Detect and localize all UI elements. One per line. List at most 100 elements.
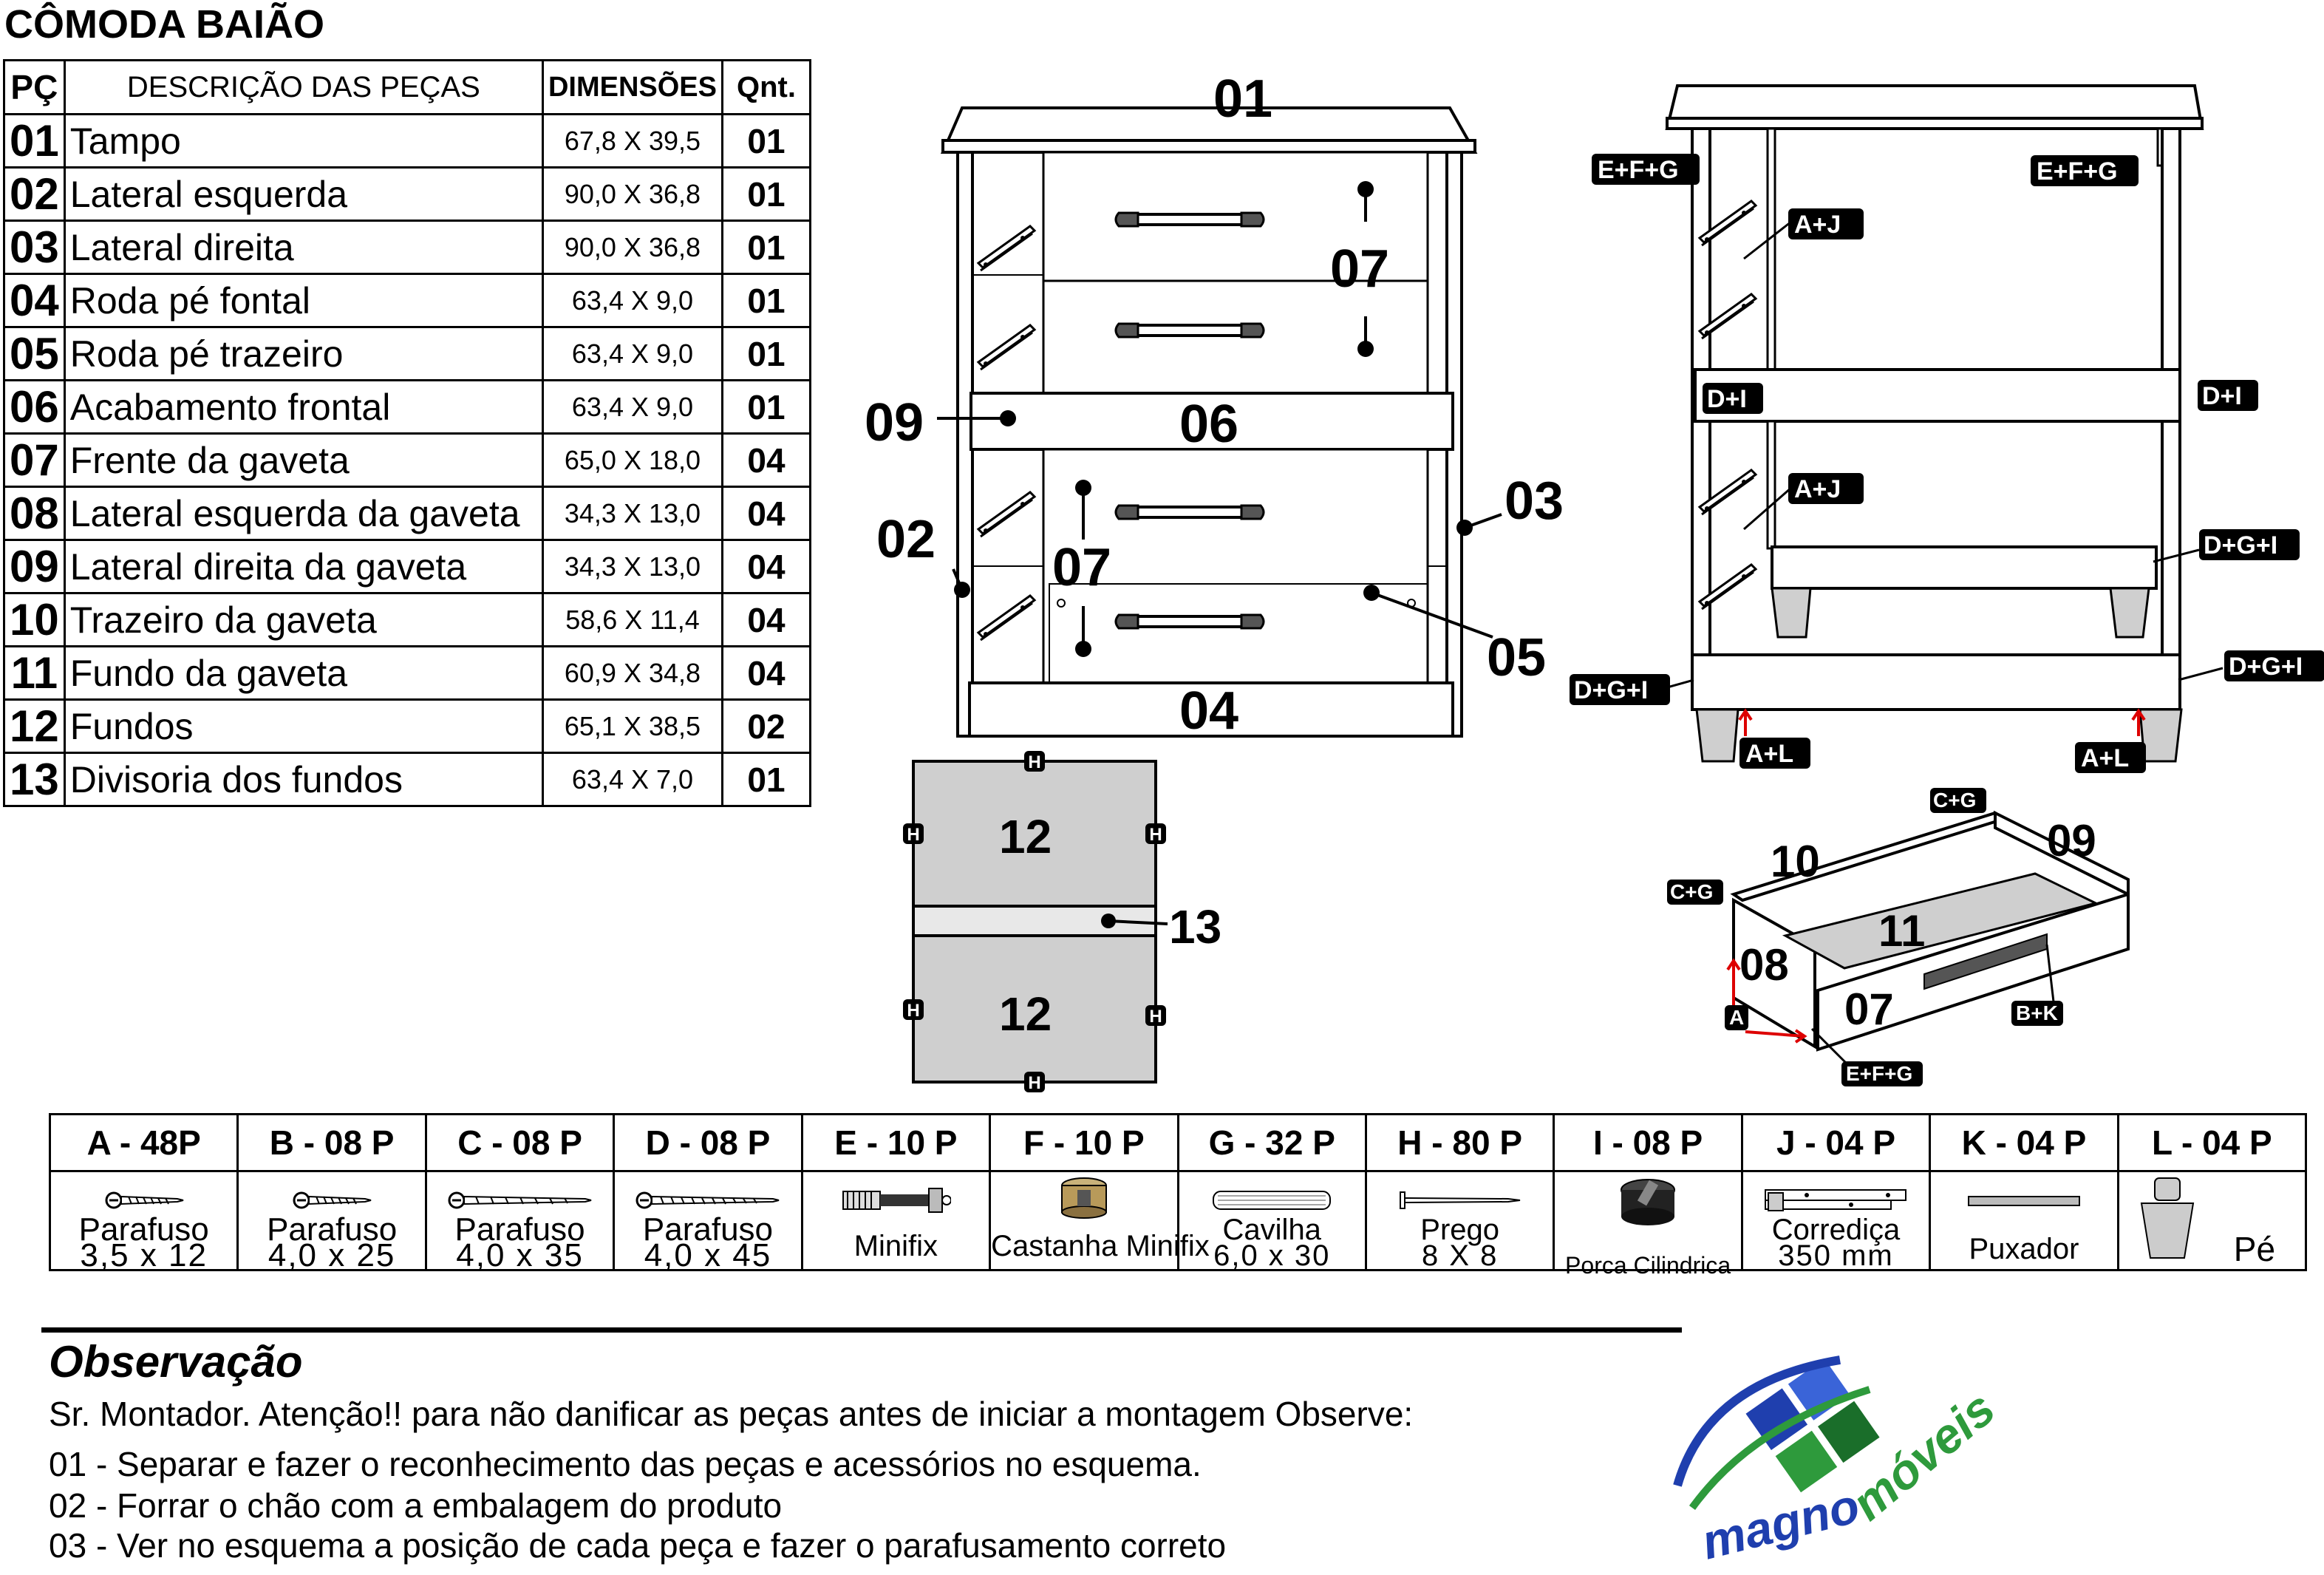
part-dimensions: 65,1 X 38,5	[541, 698, 724, 754]
label-part-03: 03	[1505, 472, 1564, 531]
barrel-nut-icon	[1555, 1175, 1740, 1227]
part-description: Frente da gaveta	[63, 432, 544, 488]
label-part-13: 13	[1169, 900, 1221, 953]
document-title: CÔMODA BAIÃO	[4, 2, 324, 47]
handle-icon	[1931, 1178, 2116, 1222]
part-number: 13	[3, 752, 66, 807]
part-number: 02	[3, 166, 66, 222]
hole-tag: H	[1149, 825, 1162, 845]
part-number: 09	[3, 539, 66, 594]
drawer-label-09: 09	[2047, 816, 2096, 865]
part-description: Trazeiro da gaveta	[63, 592, 544, 647]
hardware-size: 350 mm	[1778, 1239, 1894, 1272]
drawer-label-08: 08	[1739, 940, 1789, 990]
foot-icon	[2119, 1175, 2305, 1264]
observation-item-3: 03 - Ver no esquema a posição de cada pe…	[49, 1526, 1227, 1565]
tag-al: A+L	[1745, 740, 1793, 768]
part-description: Lateral direita da gaveta	[63, 539, 544, 594]
assembly-diagram: 01 07 09 06 03 02 07 05 04 12 13 12 H H …	[865, 69, 2324, 1093]
hardware-name: Cavilha	[1222, 1214, 1321, 1246]
part-description: Tampo	[63, 113, 544, 169]
drawer-label-07: 07	[1844, 984, 1894, 1034]
hardware-size: 3,5 x 12	[80, 1237, 208, 1273]
drawer-tag-cg: C+G	[1670, 880, 1713, 903]
label-part-06: 06	[1179, 395, 1238, 454]
part-dimensions: 63,4 X 9,0	[541, 326, 724, 381]
part-quantity: 04	[721, 486, 811, 541]
hardware-name: Puxador	[1969, 1233, 2079, 1265]
drawer-tag-bk: B+K	[2016, 1001, 2058, 1024]
part-dimensions: 60,9 X 34,8	[541, 645, 724, 701]
hole-tag: H	[907, 1001, 919, 1021]
part-description: Lateral direita	[63, 220, 544, 275]
hardware-code: D - 08 P	[615, 1115, 801, 1172]
hardware-name: Parafuso	[78, 1211, 209, 1248]
hardware-item: K - 04 P Puxador	[1931, 1115, 2119, 1269]
screw-medium-icon	[427, 1178, 613, 1222]
hardware-code: C - 08 P	[426, 1115, 613, 1172]
screw-long-icon	[615, 1178, 800, 1222]
part-description: Fundos	[63, 698, 544, 754]
hardware-name: Parafuso	[642, 1211, 774, 1248]
side-section-view: E+F+G E+F+G A+J D+I D+I A+J D+G+I D+G+I …	[1570, 84, 2324, 773]
part-description: Lateral esquerda da gaveta	[63, 486, 544, 541]
part-description: Roda pé trazeiro	[63, 326, 544, 381]
hardware-size: 4,0 x 45	[644, 1237, 772, 1273]
label-part-07-top: 07	[1330, 239, 1389, 299]
drawer-label-11: 11	[1878, 906, 1925, 956]
part-dimensions: 63,4 X 7,0	[541, 752, 724, 807]
observation-intro: Sr. Montador. Atenção!! para não danific…	[49, 1395, 1414, 1433]
part-quantity: 01	[721, 220, 811, 275]
part-quantity: 04	[721, 592, 811, 647]
hardware-size: 6,0 x 30	[1213, 1239, 1331, 1272]
hardware-name: Parafuso	[267, 1211, 398, 1248]
part-dimensions: 63,4 X 9,0	[541, 273, 724, 328]
nail-icon	[1367, 1178, 1553, 1222]
drawer-tag-efg: E+F+G	[1846, 1062, 1912, 1085]
minifix-bolt-icon	[803, 1178, 989, 1222]
hardware-code: K - 04 P	[1931, 1115, 2117, 1172]
parts-table-header: PÇ DESCRIÇÃO DAS PEÇAS DIMENSÕES Qnt.	[3, 59, 811, 115]
drawer-label-10: 10	[1771, 837, 1820, 886]
hardware-name: Porca Cilindrica	[1565, 1252, 1731, 1279]
hardware-size: 4,0 x 25	[268, 1237, 396, 1273]
part-number: 12	[3, 698, 66, 754]
divider	[41, 1327, 1682, 1333]
part-number: 11	[3, 645, 66, 701]
part-dimensions: 90,0 X 36,8	[541, 166, 724, 222]
drawer-view: 10 09 11 08 07 C+G C+G A B+K E+F+G	[1667, 788, 2130, 1086]
hardware-body: Minifix	[803, 1172, 989, 1269]
hardware-code: E - 10 P	[803, 1115, 989, 1172]
observation-item-2: 02 - Forrar o chão com a embalagem do pr…	[49, 1486, 783, 1525]
hardware-code: J - 04 P	[1742, 1115, 1929, 1172]
header-dimensions: DIMENSÕES	[541, 59, 724, 115]
tag-dgi: D+G+I	[2229, 653, 2303, 681]
part-dimensions: 90,0 X 36,8	[541, 220, 724, 275]
hardware-code: B - 08 P	[239, 1115, 425, 1172]
label-part-12-top: 12	[999, 810, 1052, 863]
hardware-code: A - 48P	[51, 1115, 237, 1172]
hardware-body: Castanha Minifix	[991, 1172, 1210, 1269]
hardware-body: Pé	[2119, 1172, 2305, 1269]
part-quantity: 04	[721, 432, 811, 488]
cam-lock-icon	[991, 1174, 1176, 1221]
hardware-size: 8 X 8	[1421, 1239, 1499, 1272]
drawer-tag-cg: C+G	[1933, 789, 1976, 812]
